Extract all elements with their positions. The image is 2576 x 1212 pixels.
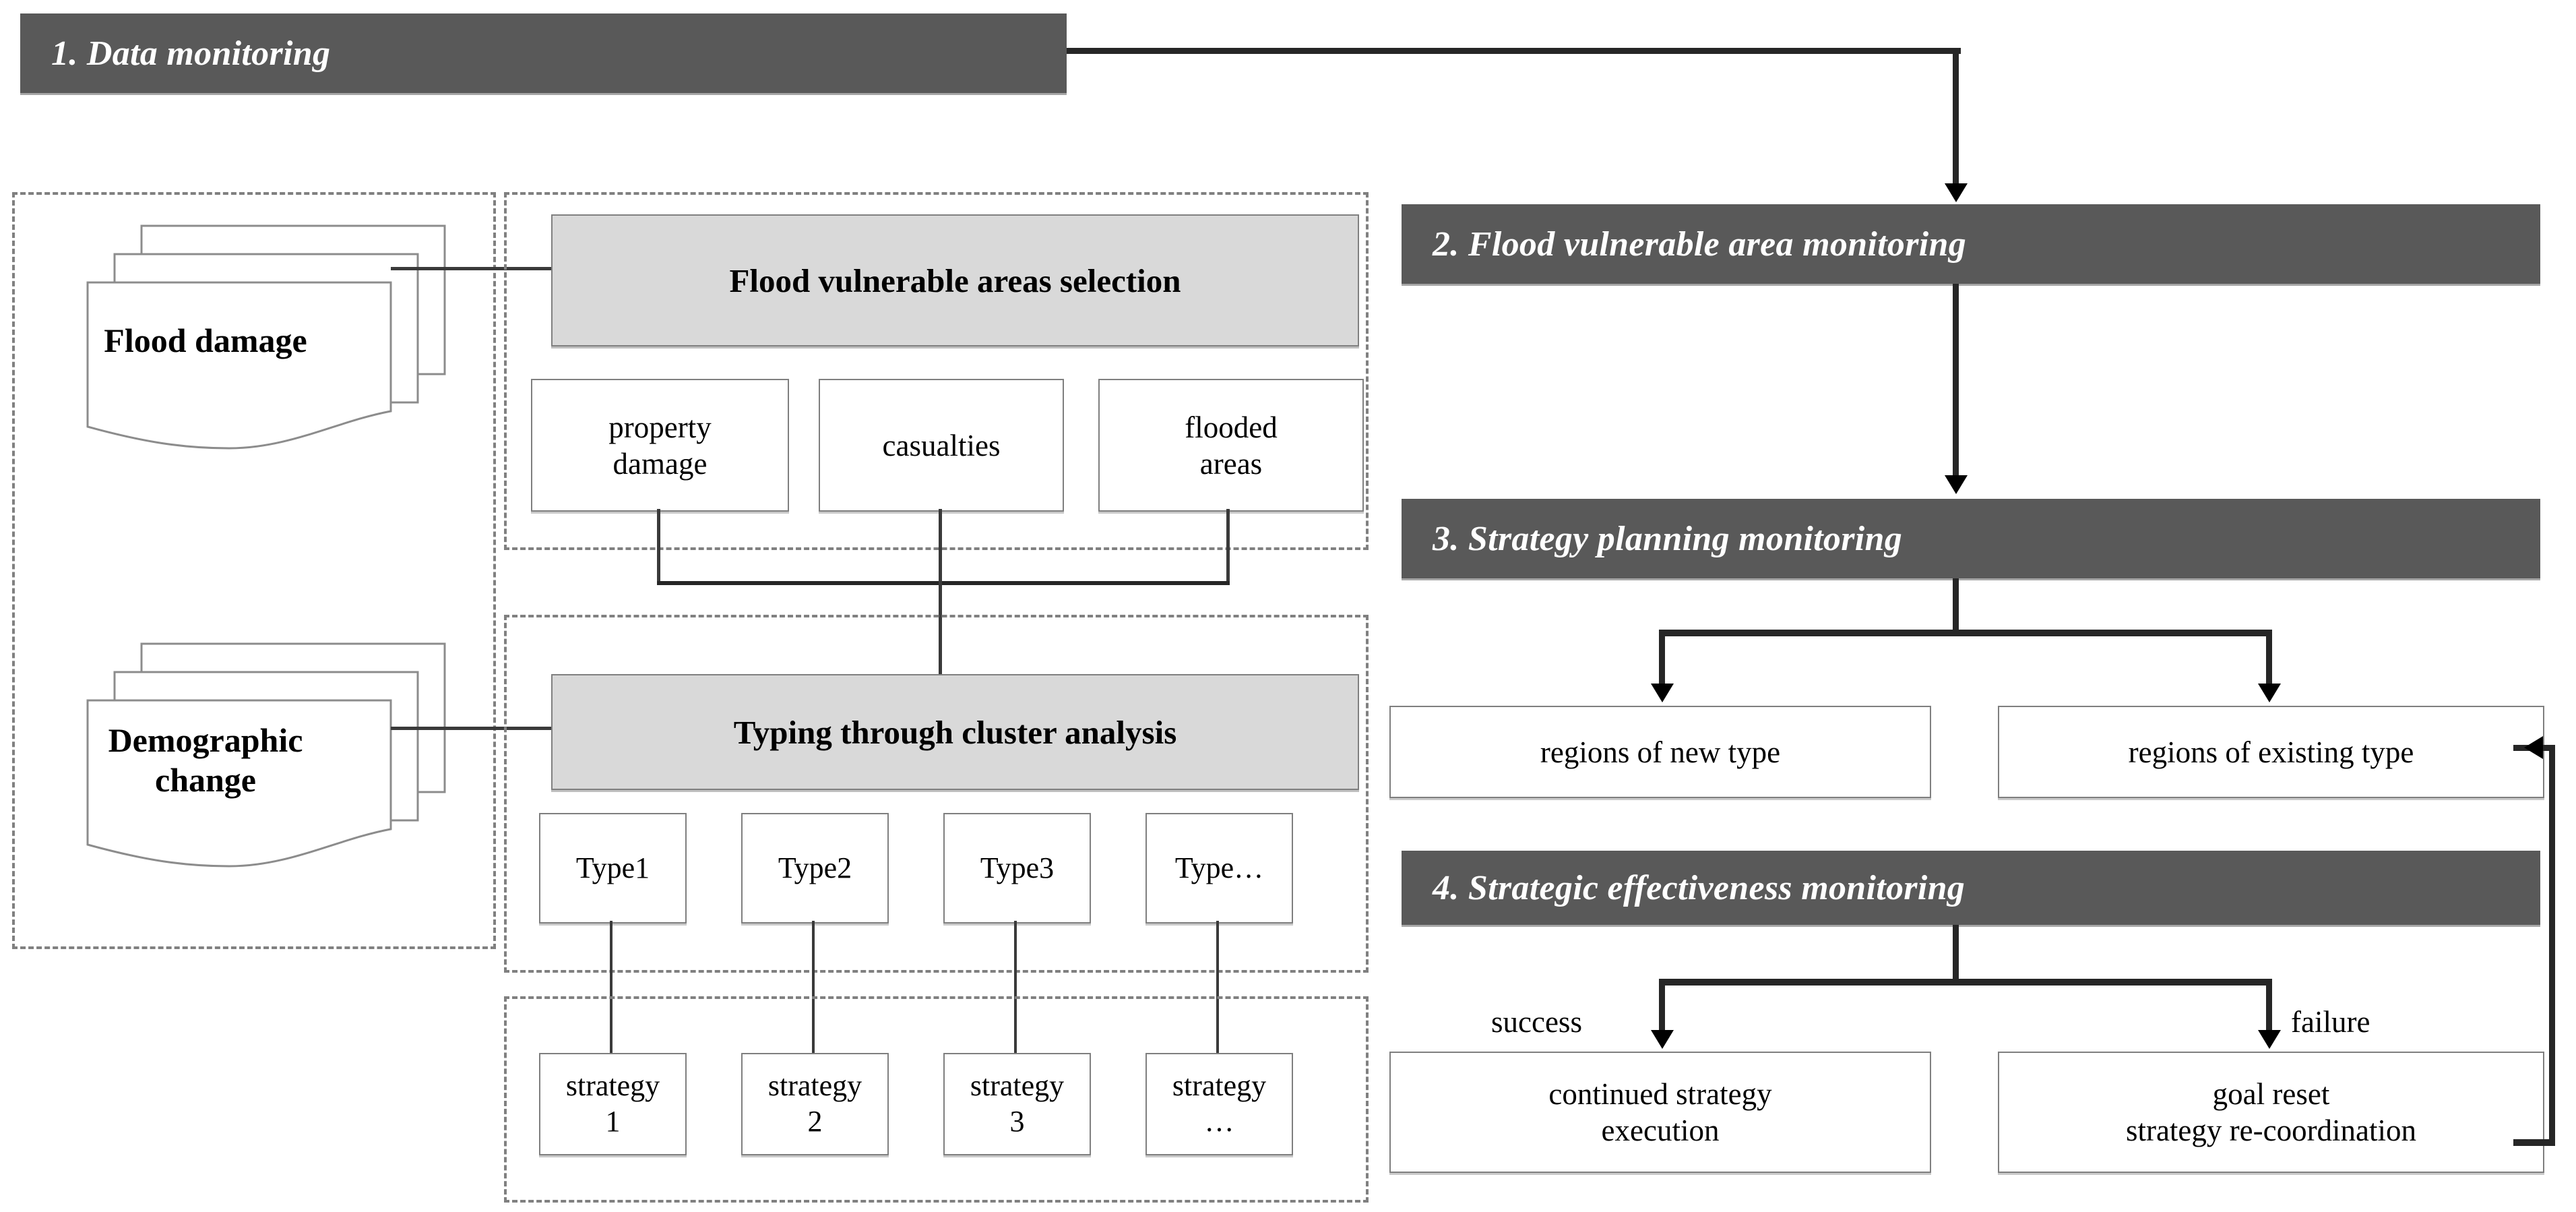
type-2-label: Type2 [778, 851, 852, 884]
goal-reset-box: goal reset strategy re-coordination [1998, 1052, 2544, 1173]
connector-phase1-to-phase2-vertical [1953, 48, 1959, 186]
continued-strategy-execution-box: continued strategy execution [1389, 1052, 1931, 1173]
failure-branch-label: failure [2291, 1005, 2370, 1039]
connector-phase2-to-phase3 [1953, 284, 1959, 478]
arrowhead-to-success-box [1651, 1030, 1674, 1049]
connector-phase4-to-failure [2266, 979, 2272, 1034]
phase-2-label: 2. Flood vulnerable area monitoring [1433, 224, 1967, 264]
connector-type2-to-strategy2 [812, 921, 815, 1079]
strategies-group [504, 996, 1369, 1203]
connector-phase4-split-bar [1659, 979, 2272, 986]
connector-phase3-stem [1953, 578, 1959, 634]
arrowhead-to-phase2 [1945, 183, 1968, 202]
connector-type3-to-strategy3 [1014, 921, 1017, 1079]
regions-of-new-type-label: regions of new type [1540, 735, 1781, 769]
connector-casualties-down [939, 509, 942, 584]
selection-item-casualties: casualties [819, 379, 1064, 512]
type-more-label: Type… [1174, 851, 1264, 884]
flood-damage-document-stack [40, 219, 458, 450]
strategy-box-3: strategy 3 [943, 1053, 1091, 1155]
arrowhead-to-new-type [1651, 684, 1674, 702]
connector-property-damage-down [657, 509, 660, 584]
strategy-1-label: strategy 1 [565, 1069, 660, 1138]
type-3-label: Type3 [980, 851, 1055, 884]
demographic-change-label: Demographic change [108, 721, 303, 799]
regions-of-existing-type-box: regions of existing type [1998, 706, 2544, 798]
phase-banner-4: 4. Strategic effectiveness monitoring [1402, 851, 2540, 925]
continued-strategy-execution-label: continued strategy execution [1548, 1077, 1772, 1147]
arrowhead-to-existing-type [2258, 684, 2281, 702]
type-box-1: Type1 [539, 813, 687, 923]
typing-header-label: Typing through cluster analysis [733, 713, 1177, 751]
arrowhead-to-existing-type-feedback [2524, 736, 2543, 759]
connector-phase3-to-new-type [1659, 630, 1665, 687]
strategy-box-1: strategy 1 [539, 1053, 687, 1155]
phase-banner-1: 1. Data monitoring [20, 13, 1067, 93]
phase-banner-2: 2. Flood vulnerable area monitoring [1402, 204, 2540, 284]
connector-flooded-areas-down [1226, 509, 1230, 584]
phase-1-label: 1. Data monitoring [51, 34, 331, 73]
connector-typemore-to-strategymore [1216, 921, 1219, 1079]
arrowhead-to-phase3 [1945, 475, 1968, 494]
connector-flood-damage-to-selection [391, 267, 553, 270]
selection-header-label: Flood vulnerable areas selection [729, 262, 1181, 299]
property-damage-label: property damage [608, 410, 712, 481]
flood-vulnerable-areas-selection-header: Flood vulnerable areas selection [551, 214, 1359, 346]
typing-through-cluster-analysis-header: Typing through cluster analysis [551, 674, 1359, 790]
connector-phase3-to-existing-type [2266, 630, 2272, 687]
regions-of-existing-type-label: regions of existing type [2128, 735, 2414, 769]
connector-type1-to-strategy1 [610, 921, 612, 1079]
connector-phase4-to-success [1659, 979, 1665, 1034]
arrowhead-to-failure-box [2258, 1030, 2281, 1049]
strategy-3-label: strategy 3 [970, 1069, 1065, 1138]
goal-reset-label: goal reset strategy re-coordination [2125, 1077, 2417, 1147]
type-box-3: Type3 [943, 813, 1091, 923]
strategy-more-label: strategy … [1172, 1069, 1267, 1138]
typing-through-cluster-analysis-group [504, 615, 1369, 973]
type-box-2: Type2 [741, 813, 889, 923]
demographic-change-document-stack [40, 637, 458, 868]
phase-3-label: 3. Strategy planning monitoring [1433, 519, 1903, 558]
data-sources-group [12, 192, 496, 949]
casualties-label: casualties [882, 428, 1001, 462]
strategy-box-more: strategy … [1145, 1053, 1293, 1155]
connector-selection-merge-bar [657, 581, 1230, 585]
flood-damage-label: Flood damage [104, 321, 307, 359]
feedback-loop-bottom-segment [2513, 1139, 2555, 1146]
connector-phase1-to-phase2-horizontal [1067, 48, 1961, 54]
selection-item-flooded-areas: flooded areas [1098, 379, 1364, 512]
strategy-2-label: strategy 2 [767, 1069, 862, 1138]
selection-item-property-damage: property damage [531, 379, 789, 512]
connector-demographic-to-typing [391, 727, 553, 730]
strategy-box-2: strategy 2 [741, 1053, 889, 1155]
phase-4-label: 4. Strategic effectiveness monitoring [1433, 868, 1966, 907]
type-box-more: Type… [1145, 813, 1293, 923]
connector-selection-to-typing [939, 581, 942, 758]
success-branch-label: success [1491, 1005, 1582, 1039]
flooded-areas-label: flooded areas [1185, 410, 1278, 481]
phase-banner-3: 3. Strategy planning monitoring [1402, 499, 2540, 578]
connector-phase4-stem [1953, 925, 1959, 983]
regions-of-new-type-box: regions of new type [1389, 706, 1931, 798]
flood-vulnerable-areas-selection-group [504, 192, 1369, 550]
type-1-label: Type1 [575, 851, 650, 884]
feedback-loop-right-segment [2549, 745, 2555, 1146]
connector-phase3-split-bar [1659, 630, 2272, 636]
